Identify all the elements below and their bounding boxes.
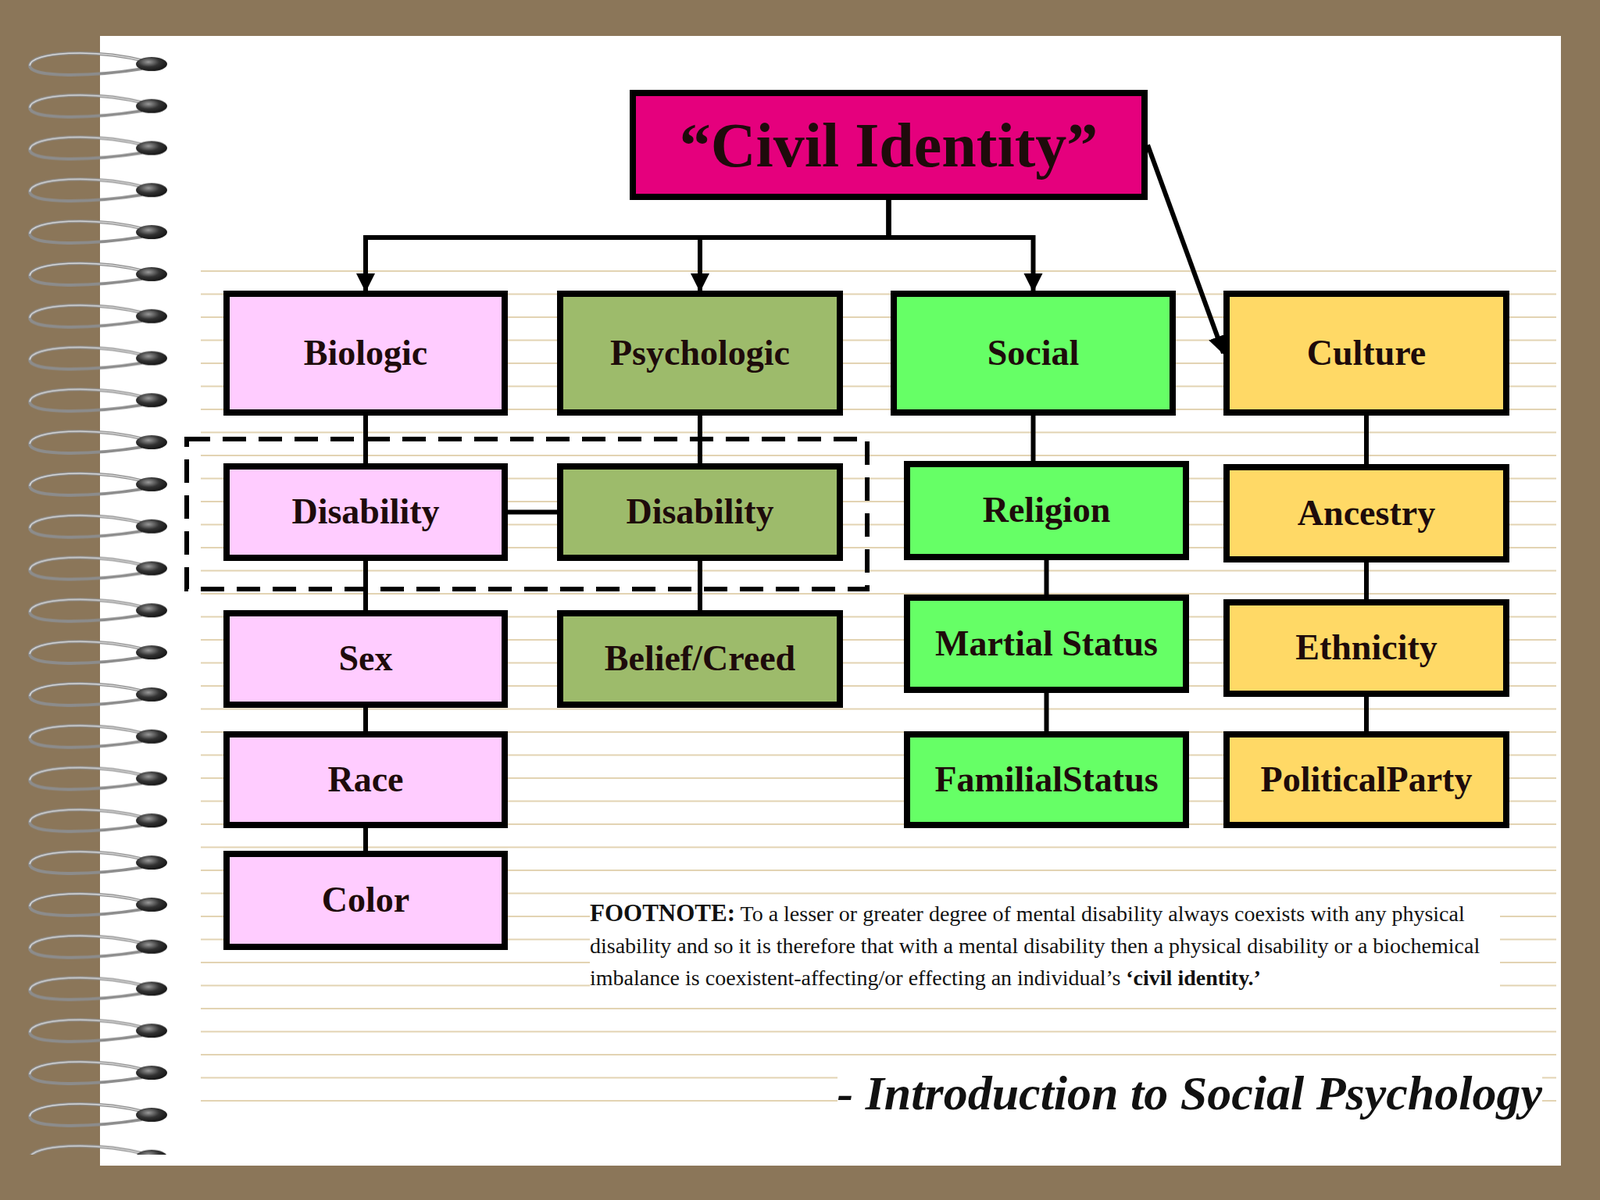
- connector-arrow: [700, 200, 890, 291]
- connector-line: [363, 560, 368, 611]
- box-label: Ancestry: [1297, 493, 1436, 534]
- box-label: Belief/Creed: [604, 639, 796, 679]
- category-box: Culture: [1223, 290, 1510, 416]
- box-label: Ethnicity: [1295, 628, 1437, 668]
- dashed-group-outline: [186, 439, 868, 590]
- box-label: FamilialStatus: [934, 760, 1158, 800]
- connector-line: [1044, 692, 1050, 732]
- box-label: Psychologic: [610, 333, 790, 374]
- connector-line: [697, 560, 703, 611]
- spiral-binding: [0, 45, 188, 1155]
- footnote-heading: FOOTNOTE:: [589, 899, 736, 927]
- box-label: “Civil Identity”: [679, 110, 1099, 180]
- connector-line: [1364, 562, 1369, 600]
- attribute-box: Martial Status: [903, 594, 1190, 693]
- category-box: Biologic: [223, 290, 508, 416]
- box-label: Martial Status: [935, 624, 1158, 665]
- box-label: Race: [327, 760, 404, 800]
- box-label: Culture: [1307, 333, 1427, 374]
- caption: - Introduction to Social Psychology: [837, 1065, 1543, 1122]
- category-box: Psychologic: [557, 290, 843, 416]
- root-box: “Civil Identity”: [629, 89, 1148, 200]
- connector-line: [363, 415, 368, 464]
- box-label: Sex: [339, 639, 393, 679]
- box-label: PoliticalParty: [1260, 760, 1473, 800]
- connector-line: [697, 415, 703, 464]
- attribute-box: Color: [223, 850, 508, 950]
- ruled-lines: [200, 268, 1557, 1121]
- category-box: Social: [890, 290, 1176, 416]
- connector-line: [1364, 415, 1369, 465]
- box-label: Disability: [291, 492, 440, 533]
- attribute-box: Ancestry: [1223, 464, 1510, 563]
- connector-line: [363, 707, 368, 732]
- connector-line: [1364, 696, 1369, 732]
- box-label: Color: [321, 880, 410, 921]
- attribute-box: Disability: [557, 463, 843, 561]
- box-label: Disability: [625, 492, 774, 533]
- connector-line: [1031, 415, 1036, 461]
- connector-line: [1044, 560, 1050, 595]
- connector-arrow: [365, 200, 890, 291]
- attribute-box: Religion: [903, 460, 1190, 561]
- attribute-box: FamilialStatus: [903, 731, 1190, 829]
- box-label: Social: [987, 333, 1080, 374]
- connector-arrow: [889, 200, 1034, 291]
- attribute-box: PoliticalParty: [1223, 731, 1510, 829]
- attribute-box: Race: [223, 731, 508, 829]
- attribute-box: Ethnicity: [1223, 599, 1510, 697]
- footnote-emphasis: ‘civil identity.’: [1125, 965, 1261, 990]
- box-label: Biologic: [303, 333, 428, 374]
- box-label: Religion: [982, 490, 1111, 531]
- connector-line: [507, 510, 558, 515]
- attribute-box: Belief/Creed: [557, 610, 843, 708]
- connector-line: [363, 828, 368, 851]
- attribute-box: Sex: [223, 610, 508, 708]
- attribute-box: Disability: [223, 463, 508, 561]
- footnote: FOOTNOTE: To a lesser or greater degree …: [589, 896, 1500, 994]
